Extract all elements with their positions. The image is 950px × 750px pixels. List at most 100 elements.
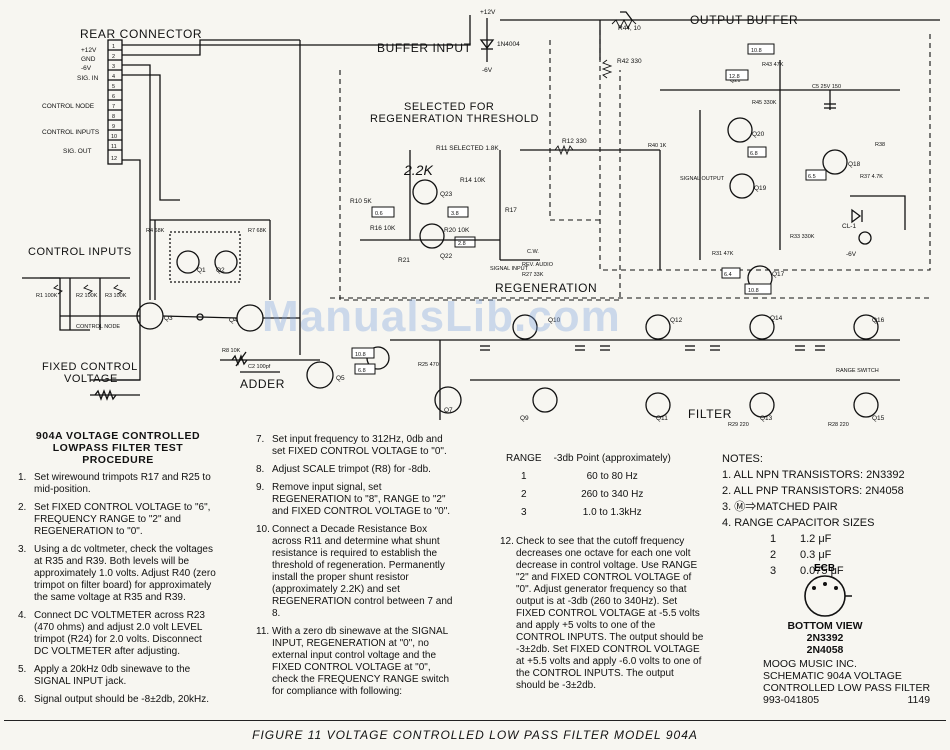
- tp-3-8: 3.8: [451, 211, 459, 217]
- ecb-label: ECB: [814, 563, 835, 574]
- cap-number: 2: [770, 549, 777, 561]
- step-number: 10.: [256, 524, 270, 535]
- q13-label: Q13: [760, 415, 773, 422]
- step-number: 7.: [256, 434, 265, 445]
- rear-connector: REAR CONNECTOR +12V GND -6V SIG. IN 1 2 …: [42, 27, 202, 165]
- q16-label: Q16: [872, 317, 885, 324]
- regeneration-label: REGENERATION: [495, 281, 597, 295]
- r12-label: R12 330: [562, 138, 587, 145]
- step-text: Connect DC VOLTMETER across R23 (470 ohm…: [34, 610, 205, 657]
- note-item: 4. RANGE CAPACITOR SIZES: [722, 517, 875, 529]
- tp-0-6: 0.6: [375, 211, 383, 217]
- procedure-step: 5.Apply a 20kHz 0db sinewave to the SIGN…: [18, 664, 218, 688]
- step-number: 2.: [18, 502, 27, 513]
- schematic-diagram: REAR CONNECTOR +12V GND -6V SIG. IN 1 2 …: [22, 9, 940, 428]
- step-number: 11.: [256, 626, 270, 637]
- company-name: MOOG MUSIC INC.: [763, 658, 857, 670]
- procedure-title-2: LOWPASS FILTER TEST PROCEDURE: [52, 442, 184, 466]
- procedure-step: 3.Using a dc voltmeter, check the voltag…: [18, 544, 218, 604]
- tp-10-8-c: 10.8: [748, 288, 759, 294]
- q7-label: Q7: [444, 407, 453, 414]
- notes-title: NOTES:: [722, 453, 763, 465]
- tp-6-8-b: 6.8: [358, 368, 366, 374]
- r2-label: R2 100K: [76, 293, 98, 299]
- step-number: 1.: [18, 472, 27, 483]
- pin-number: 1: [112, 44, 115, 50]
- cl1-label: CL-1: [842, 223, 856, 230]
- procedure-step: 2.Set FIXED CONTROL VOLTAGE to "6", FREQ…: [18, 502, 218, 538]
- rear-connector-label: REAR CONNECTOR: [80, 27, 202, 41]
- pin-number: 3: [112, 64, 115, 70]
- cap-number: 3: [770, 565, 777, 577]
- pin-number: 5: [112, 84, 115, 90]
- procedure-step: 8.Adjust SCALE trimpot (R8) for -8db.: [256, 464, 456, 476]
- note-item: 2. ALL PNP TRANSISTORS: 2N4058: [722, 485, 904, 497]
- pin-number: 6: [112, 94, 115, 100]
- pin-label-sig-in: SIG. IN: [77, 75, 99, 82]
- table-cell: 60 to 80 Hz: [586, 471, 638, 482]
- table-row: 2 260 to 340 Hz: [500, 486, 677, 504]
- pin-number: 4: [112, 74, 115, 80]
- signal-output-label: SIGNAL OUTPUT: [680, 176, 725, 182]
- control-inputs-side-label: CONTROL INPUTS: [42, 129, 100, 136]
- step-number: 3.: [18, 544, 27, 555]
- fixed-control-voltage-label-2: VOLTAGE: [64, 373, 118, 385]
- q12-label: Q12: [670, 317, 683, 324]
- cap-number: 1: [770, 533, 777, 545]
- q10-label: Q10: [548, 317, 561, 324]
- cw-label: C.W.: [527, 249, 539, 255]
- q22-label: Q23: [440, 191, 453, 198]
- step-text: Remove input signal, set REGENERATION to…: [272, 482, 451, 517]
- procedure-step: 6.Signal output should be -8±2db, 20kHz.: [18, 694, 218, 706]
- procedure-step: 10.Connect a Decade Resistance Box acros…: [256, 524, 456, 620]
- procedure-step: 12.Check to see that the cutoff frequenc…: [500, 536, 705, 692]
- pin-label-gnd: GND: [81, 56, 96, 63]
- handwritten-2-2k: 2.2K: [403, 162, 433, 178]
- signal-input-label: SIGNAL INPUT: [490, 266, 529, 272]
- pin-label-6v: -6V: [81, 65, 92, 72]
- r31-label: R31 47K: [712, 251, 734, 257]
- rev-audio-label: REV. AUDIO: [522, 262, 554, 268]
- table-header: RANGE: [506, 453, 542, 464]
- doc-number: 993-041805: [763, 694, 820, 706]
- step-text: Set input frequency to 312Hz, 0db and se…: [272, 434, 447, 457]
- pin-label-12v: +12V: [81, 47, 97, 54]
- table-cell: 1.0 to 1.3kHz: [582, 507, 642, 518]
- note-item: 3. Ⓜ⇒MATCHED PAIR: [722, 501, 838, 513]
- r28-label: R28 220: [828, 422, 849, 428]
- procedure-step: 11.With a zero db sinewave at the SIGNAL…: [256, 626, 456, 698]
- bottom-view-block: BOTTOM VIEW 2N3392 2N4058: [785, 620, 865, 656]
- pin-number: 8: [112, 114, 115, 120]
- step-text: With a zero db sinewave at the SIGNAL IN…: [272, 626, 450, 697]
- procedure-step: 9.Remove input signal, set REGENERATION …: [256, 482, 456, 518]
- control-inputs-label: CONTROL INPUTS: [28, 246, 132, 258]
- c5-label: C5 25V 150: [812, 84, 841, 90]
- step-text: Apply a 20kHz 0db sinewave to the SIGNAL…: [34, 664, 191, 687]
- q11-label: Q11: [656, 415, 668, 422]
- step-text: Set wirewound trimpots R17 and R25 to mi…: [34, 472, 211, 495]
- r38-label: R38: [875, 142, 885, 148]
- part1-label: 2N3392: [806, 632, 844, 644]
- r16-label: R16 10K: [370, 225, 396, 232]
- r43-label: R43 47K: [762, 62, 784, 68]
- procedure-step: 1. Set wirewound trimpots R17 and R25 to …: [18, 472, 218, 496]
- cap-value: 0.3 μF: [800, 549, 832, 561]
- tp-12-8: 12.8: [729, 74, 740, 80]
- q5-label: Q5: [336, 375, 345, 382]
- table-row: 3 1.0 to 1.3kHz: [500, 504, 677, 522]
- cap-value: 0.075 μF: [800, 565, 844, 577]
- tp-2-8: 2.8: [458, 241, 466, 247]
- q2-label: Q2: [216, 267, 225, 274]
- q3-label: Q3: [164, 315, 173, 322]
- filter-ladder: Q10 Q9 Q12 Q11 Q14 Q13 Q16 Q15 FILTER RA…: [480, 314, 885, 428]
- title-doc-row: 993-041805 1149: [763, 694, 930, 706]
- regeneration-threshold-label: REGENERATION THRESHOLD: [370, 113, 539, 125]
- range-switch-label: RANGE SWITCH: [836, 368, 879, 374]
- watermark: ManualsLib.com: [262, 292, 621, 341]
- r25-label: R25 470: [418, 362, 439, 368]
- fixed-control-voltage-label-1: FIXED CONTROL: [42, 361, 138, 373]
- step-number: 12.: [500, 536, 514, 547]
- step-text: Adjust SCALE trimpot (R8) for -8db.: [272, 464, 431, 475]
- procedure-column-3: RANGE -3db Point (approximately) 1 60 to…: [500, 450, 705, 692]
- cap-row: 2 0.3 μF: [722, 549, 942, 562]
